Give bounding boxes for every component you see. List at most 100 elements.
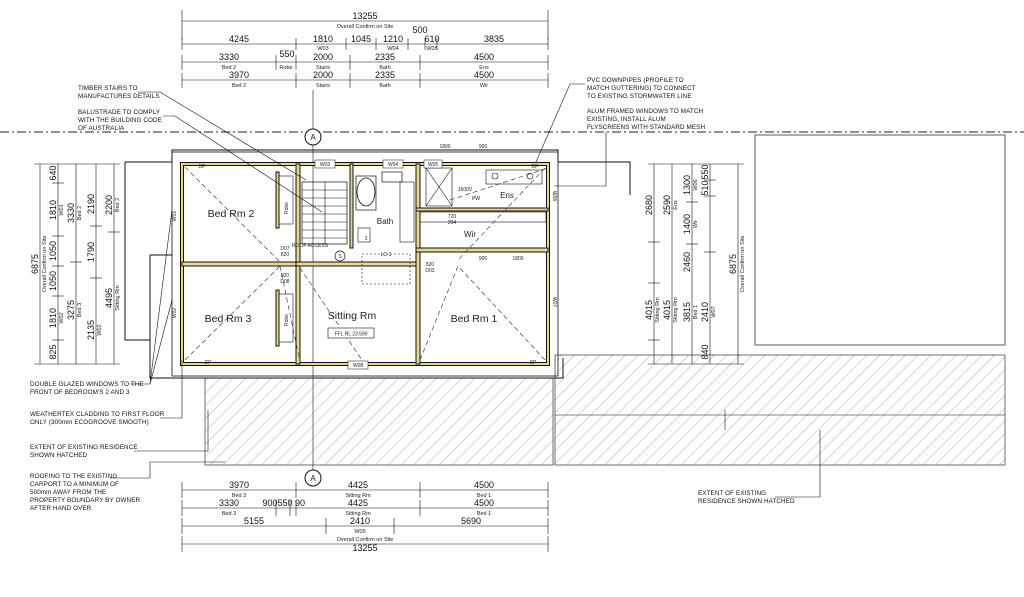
right-small-0: 550 bbox=[700, 164, 710, 179]
left-mid-0-sub: Bed 2 bbox=[77, 206, 83, 220]
right-outer-1: 1400 bbox=[682, 214, 692, 234]
top-row1-4: 610 bbox=[424, 34, 439, 44]
svg-text:EXTENT OF EXISTING: EXTENT OF EXISTING bbox=[698, 490, 766, 497]
right-overall-value: 6875 bbox=[728, 254, 738, 274]
svg-text:EXISTING, INSTALL ALUM: EXISTING, INSTALL ALUM bbox=[587, 116, 666, 123]
svg-text:RESIDENCE SHOWN HATCHED: RESIDENCE SHOWN HATCHED bbox=[698, 498, 795, 505]
tag-w05: W05 bbox=[428, 162, 439, 168]
svg-text:PROPERTY BOUNDARY BY OWNER: PROPERTY BOUNDARY BY OWNER bbox=[30, 497, 140, 504]
tag-dp-2: DP bbox=[532, 164, 540, 170]
left-outer-4-sub: W02 bbox=[59, 312, 65, 323]
left-inner-2: 2135 bbox=[86, 320, 96, 340]
svg-text:FRONT OF BEDROOM'S 2 AND 3: FRONT OF BEDROOM'S 2 AND 3 bbox=[30, 389, 130, 396]
svg-text:OF AUSTRALIA: OF AUSTRALIA bbox=[78, 125, 125, 132]
section-marker-top-label: A bbox=[310, 133, 316, 142]
tag-roof-access: ROOF ACCESS bbox=[292, 243, 329, 249]
svg-text:WEATHERTEX CLADDING TO FIRST F: WEATHERTEX CLADDING TO FIRST FLOOR bbox=[30, 411, 165, 418]
right-mid-2: 2460 bbox=[682, 252, 692, 272]
svg-text:MATCH GUTTERING) TO CONNECT: MATCH GUTTERING) TO CONNECT bbox=[587, 85, 696, 92]
note-alum-windows: ALUM FRAMED WINDOWS TO MATCH EXISTING, I… bbox=[554, 108, 705, 187]
right-small-1: 510 bbox=[700, 180, 710, 195]
left-outer-0: 640 bbox=[48, 165, 58, 180]
left-inner2-0-sub: Bed 2 bbox=[115, 198, 121, 212]
tag-dp-1: DP bbox=[199, 164, 207, 170]
note-existing-residence-right: EXTENT OF EXISTING RESIDENCE SHOWN HATCH… bbox=[698, 410, 821, 505]
svg-text:ONLY (300mm ECOGROOVE SMOOTH): ONLY (300mm ECOGROOVE SMOOTH) bbox=[30, 419, 149, 426]
svg-text:DOUBLE GLAZED WINDOWS TO THE: DOUBLE GLAZED WINDOWS TO THE bbox=[30, 381, 144, 388]
tag-robe-1: Robe bbox=[284, 202, 290, 214]
left-overall-value: 6875 bbox=[30, 254, 40, 274]
top-row1-3-sub: W04 bbox=[387, 46, 398, 52]
svg-text:BALUSTRADE TO COMPLY: BALUSTRADE TO COMPLY bbox=[78, 109, 161, 116]
tag-pw: PW bbox=[472, 196, 480, 202]
tag-dp-4: DP bbox=[530, 360, 538, 366]
top-row3-0: 3970 bbox=[229, 70, 249, 80]
svg-text:TIMBER STAIRS TO: TIMBER STAIRS TO bbox=[78, 85, 138, 92]
bottom-row1-2-sub: Bed 1 bbox=[477, 493, 491, 499]
bottom-row1-0: 3970 bbox=[229, 480, 249, 490]
left-overall-label: Overall Confirm on Site bbox=[42, 236, 48, 293]
tag-w08: W08 bbox=[353, 363, 364, 369]
top-row3-3-sub: Wir bbox=[480, 83, 488, 89]
svg-text:SHOWN HATCHED: SHOWN HATCHED bbox=[30, 452, 88, 459]
existing-residence-outline bbox=[754, 134, 1006, 346]
top-row3-2: 2335 bbox=[375, 70, 395, 80]
overall-top-value: 13255 bbox=[352, 11, 377, 21]
left-mid-1: 3275 bbox=[66, 300, 76, 320]
note-double-glazed: DOUBLE GLAZED WINDOWS TO THE FRONT OF BE… bbox=[30, 209, 173, 396]
top-row3-2-sub: Bath bbox=[379, 83, 390, 89]
room-bed2: Bed Rm 2 bbox=[208, 208, 255, 220]
tag-d08-width: 820 bbox=[281, 273, 290, 279]
tag-w03: W03 bbox=[320, 162, 331, 168]
tag-d07-width: 820 bbox=[281, 252, 290, 258]
top-row3-1-sub: Stairs bbox=[316, 83, 330, 89]
roof-eaves bbox=[124, 149, 631, 379]
roof-hips bbox=[184, 166, 549, 363]
top-row2-2-sub: Stairs bbox=[316, 65, 330, 71]
top-dimensions: 13255 Overall Confirm on Site 4245 1810 … bbox=[181, 10, 549, 89]
bottom-row2-5-sub: Bed 1 bbox=[477, 511, 491, 517]
top-row1-5: 3835 bbox=[484, 34, 504, 44]
bottom-row2-0: 3330 bbox=[219, 498, 239, 508]
bottom-row2-4: 4425 bbox=[348, 498, 368, 508]
top-row1-1: 1810 bbox=[313, 34, 333, 44]
tag-720: 720 bbox=[448, 214, 457, 220]
bottom-row1-1: 4425 bbox=[348, 480, 368, 490]
svg-text:AFTER HAND OVER: AFTER HAND OVER bbox=[30, 505, 92, 512]
room-bath: Bath bbox=[377, 217, 393, 226]
tag-1600v: 1600V bbox=[458, 187, 473, 193]
right-outer-3-sub: W07 bbox=[711, 306, 717, 317]
opening-tags: W03 W04 W05 W08 W01 W02 W06 W07 D07 820 … bbox=[172, 144, 557, 370]
tag-w02: W02 bbox=[172, 308, 178, 319]
tag-900: 900 bbox=[479, 144, 488, 150]
left-outer-4: 1810 bbox=[48, 308, 58, 328]
note-balustrade: BALUSTRADE TO COMPLY WITH THE BUILDING C… bbox=[78, 109, 323, 213]
top-row2-0-sub: Bed 2 bbox=[222, 65, 236, 71]
right-outer-3: 2410 bbox=[700, 302, 710, 322]
tag-3: 3 bbox=[365, 236, 368, 242]
bottom-row2-1: 900 bbox=[262, 498, 277, 508]
top-row1-550: 550 bbox=[279, 49, 294, 59]
right-outer-4: 840 bbox=[700, 344, 710, 359]
left-outer-1-sub: W01 bbox=[59, 204, 65, 215]
top-row1-3: 1210 bbox=[383, 34, 403, 44]
top-row2-1-sub: Robe bbox=[279, 65, 292, 71]
overall-bottom-value: 13255 bbox=[352, 543, 377, 553]
top-row1-500: 500 bbox=[412, 25, 427, 35]
room-bed3: Bed Rm 3 bbox=[205, 313, 252, 325]
room-sitting: Sitting Rm bbox=[328, 310, 377, 322]
right-outer-2b: 4015 bbox=[662, 300, 672, 320]
bottom-row3-1-sub: W05 bbox=[354, 529, 365, 535]
left-outer-1: 1810 bbox=[48, 200, 58, 220]
bottom-row1-0-sub: Bed 3 bbox=[232, 493, 246, 499]
top-row2-0: 3330 bbox=[219, 52, 239, 62]
note-pvc-downpipes: PVC DOWNPIPES (PROFILE TO MATCH GUTTERIN… bbox=[535, 77, 696, 163]
left-ticks bbox=[34, 163, 120, 365]
tag-w06: W06 bbox=[551, 191, 557, 202]
top-row1-2: 1045 bbox=[351, 34, 371, 44]
annotation-notes: TIMBER STAIRS TO MANUFACTURES DETAILS BA… bbox=[30, 77, 821, 512]
bottom-row1-1-sub: Sitting Rm bbox=[345, 493, 371, 499]
top-row1-4-sub: W05 bbox=[426, 46, 437, 52]
svg-text:ALUM FRAMED WINDOWS TO MATCH: ALUM FRAMED WINDOWS TO MATCH bbox=[587, 108, 703, 115]
